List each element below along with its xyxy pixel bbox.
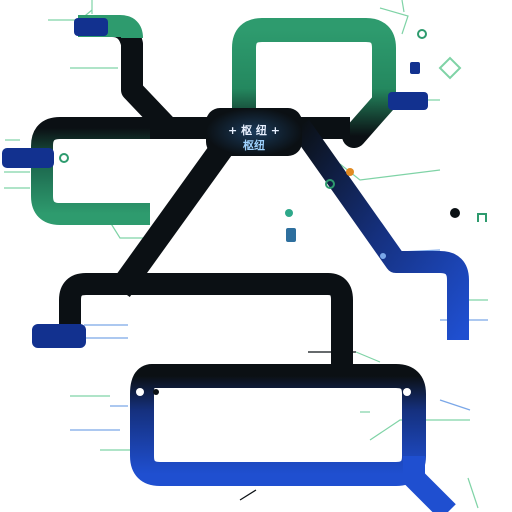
station-markers (59, 29, 487, 396)
hub-label: + 枢 纽 + (228, 123, 280, 137)
small-node-icon (477, 213, 487, 222)
station-dot-icon[interactable] (59, 153, 69, 163)
station-badge-top-left[interactable] (74, 18, 108, 36)
middle-loop (59, 273, 353, 372)
station-dot-icon[interactable] (470, 340, 478, 348)
small-node-icon[interactable] (410, 62, 420, 74)
station-badge-left[interactable] (2, 148, 54, 168)
left-loop (31, 117, 170, 225)
station-dot-icon[interactable] (403, 388, 411, 396)
station-dot-icon[interactable] (346, 168, 354, 176)
station-dot-icon[interactable] (136, 388, 144, 396)
plus-icon (438, 56, 462, 80)
bottom-right-tail (403, 456, 456, 512)
hub-sublabel: 枢纽 (243, 138, 265, 152)
station-badge-right[interactable] (388, 92, 428, 110)
station-dot-icon[interactable] (380, 253, 386, 259)
hub-station[interactable] (206, 108, 302, 156)
small-node-icon[interactable] (286, 228, 296, 242)
station-badge-middle-left[interactable] (32, 324, 86, 348)
station-dot-icon[interactable] (325, 179, 335, 189)
bottom-loop (130, 364, 426, 486)
top-green-loop (232, 18, 396, 148)
station-dot-icon[interactable] (450, 208, 460, 218)
station-dot-icon[interactable] (153, 389, 159, 395)
diagonal-to-bottom-right (291, 119, 469, 340)
top-left-diagonal (78, 15, 178, 138)
station-dot-icon[interactable] (285, 209, 293, 217)
station-dot-icon[interactable] (417, 29, 427, 39)
